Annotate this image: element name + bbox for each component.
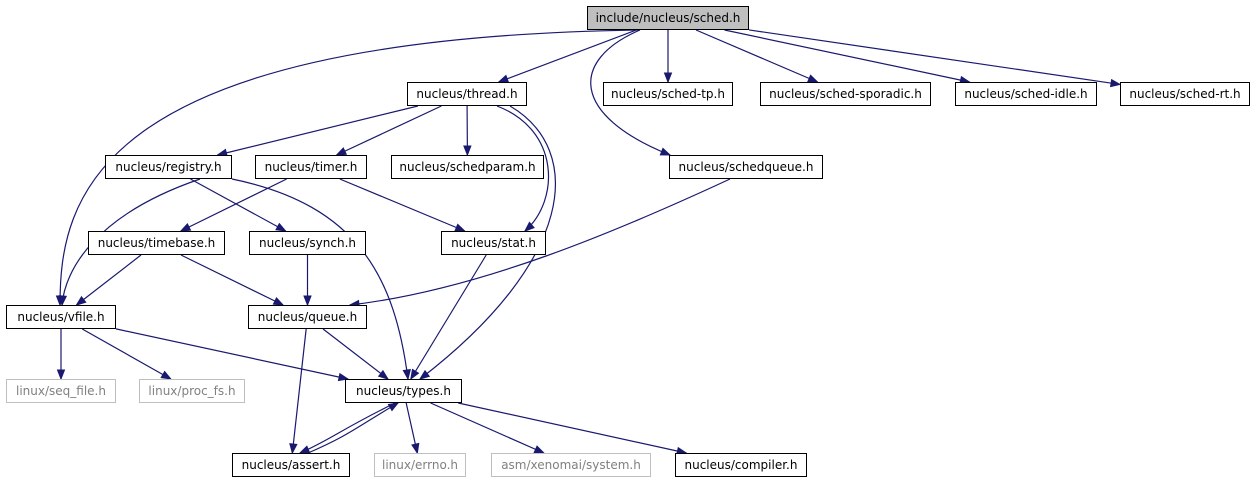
edge-schedqueue-to-queue xyxy=(349,178,731,306)
edge-thread-to-types xyxy=(419,105,556,380)
node-system-header: asm/xenomai/system.h xyxy=(491,453,651,477)
edge-sched-to-sched-sporadic xyxy=(695,29,818,83)
edge-registry-to-synch xyxy=(190,178,286,232)
node-sched-sporadic-header[interactable]: nucleus/sched-sporadic.h xyxy=(760,82,931,106)
edge-types-to-system xyxy=(430,402,545,454)
edge-thread-to-timer-arrowhead xyxy=(335,147,348,156)
edge-stat-to-types-arrowhead xyxy=(410,368,420,381)
node-assert-header[interactable]: nucleus/assert.h xyxy=(232,453,350,477)
edge-thread-to-stat-arrowhead xyxy=(523,221,535,232)
edge-types-to-system-arrowhead xyxy=(533,445,546,454)
edge-timer-to-timebase xyxy=(180,178,287,232)
edge-sched-to-sched-tp-arrowhead xyxy=(663,72,673,84)
node-thread-header[interactable]: nucleus/thread.h xyxy=(407,82,527,106)
node-sched-idle-header[interactable]: nucleus/sched-idle.h xyxy=(955,82,1097,106)
edge-thread-to-schedparam-arrowhead xyxy=(463,145,472,157)
edge-types-to-compiler xyxy=(458,402,687,454)
edge-timer-to-stat-arrowhead xyxy=(454,223,466,232)
edge-sched-to-sched-rt-arrowhead xyxy=(1109,78,1122,88)
node-sched-header[interactable]: include/nucleus/sched.h xyxy=(587,6,749,30)
edge-thread-to-stat xyxy=(496,105,550,232)
node-sched-rt-header[interactable]: nucleus/sched-rt.h xyxy=(1120,82,1250,106)
edge-thread-to-types-arrowhead xyxy=(418,369,431,380)
edge-thread-to-registry xyxy=(217,105,419,156)
edge-sched-to-sched-idle xyxy=(724,29,970,83)
edge-thread-to-timer xyxy=(336,105,442,156)
node-seq-file-header: linux/seq_file.h xyxy=(6,379,116,403)
edge-timebase-to-vfile xyxy=(76,254,142,306)
edge-timer-to-timebase-arrowhead xyxy=(179,223,192,232)
node-timer-header[interactable]: nucleus/timer.h xyxy=(255,155,367,179)
edge-sched-to-vfile xyxy=(59,29,641,306)
edge-timer-to-stat xyxy=(339,178,465,232)
edge-sched-to-thread xyxy=(498,29,637,83)
edge-vfile-to-proc-fs xyxy=(81,328,172,380)
node-stat-header[interactable]: nucleus/stat.h xyxy=(441,231,546,255)
edge-registry-to-synch-arrowhead xyxy=(275,222,287,232)
edge-sched-to-schedqueue xyxy=(590,29,671,156)
node-proc-fs-header: linux/proc_fs.h xyxy=(139,379,245,403)
edge-queue-to-types-arrowhead xyxy=(377,369,390,380)
edge-timebase-to-queue xyxy=(180,254,284,306)
edge-sched-to-schedqueue-arrowhead xyxy=(659,147,672,156)
edge-sched-to-sched-rt xyxy=(748,29,1121,86)
edge-queue-to-types xyxy=(322,328,389,380)
edge-stat-to-types xyxy=(410,254,487,380)
edge-registry-to-types xyxy=(231,178,409,380)
edge-queue-to-assert-arrowhead xyxy=(289,443,298,455)
edge-types-to-errno-arrowhead xyxy=(411,442,420,455)
edge-assert-to-types xyxy=(307,402,399,454)
edge-sched-to-sched-sporadic-arrowhead xyxy=(807,74,819,83)
edge-types-to-assert xyxy=(299,402,396,454)
node-timebase-header[interactable]: nucleus/timebase.h xyxy=(88,231,225,255)
node-schedparam-header[interactable]: nucleus/schedparam.h xyxy=(391,155,544,179)
edge-types-to-assert-arrowhead xyxy=(298,445,311,454)
edge-timebase-to-queue-arrowhead xyxy=(272,297,285,306)
node-vfile-header[interactable]: nucleus/vfile.h xyxy=(6,305,116,329)
edge-queue-to-assert xyxy=(291,328,307,454)
node-errno-header: linux/errno.h xyxy=(374,453,466,477)
edge-vfile-to-types xyxy=(115,328,349,380)
edge-synch-to-queue-arrowhead xyxy=(303,295,312,307)
node-queue-header[interactable]: nucleus/queue.h xyxy=(248,305,367,329)
node-registry-header[interactable]: nucleus/registry.h xyxy=(105,155,232,179)
edge-assert-to-types-arrowhead xyxy=(387,402,400,412)
edge-registry-to-types-arrowhead xyxy=(402,369,411,381)
node-synch-header[interactable]: nucleus/synch.h xyxy=(249,231,366,255)
edge-registry-to-vfile-arrowhead xyxy=(58,295,68,307)
edge-vfile-to-types-arrowhead xyxy=(337,372,350,382)
node-compiler-header[interactable]: nucleus/compiler.h xyxy=(675,453,807,477)
node-types-header[interactable]: nucleus/types.h xyxy=(345,379,462,403)
node-sched-tp-header[interactable]: nucleus/sched-tp.h xyxy=(603,82,733,106)
edge-timebase-to-vfile-arrowhead xyxy=(75,295,87,306)
edge-vfile-to-seq-file-arrowhead xyxy=(56,369,66,381)
edge-vfile-to-proc-fs-arrowhead xyxy=(160,370,172,380)
node-schedqueue-header[interactable]: nucleus/schedqueue.h xyxy=(669,155,823,179)
